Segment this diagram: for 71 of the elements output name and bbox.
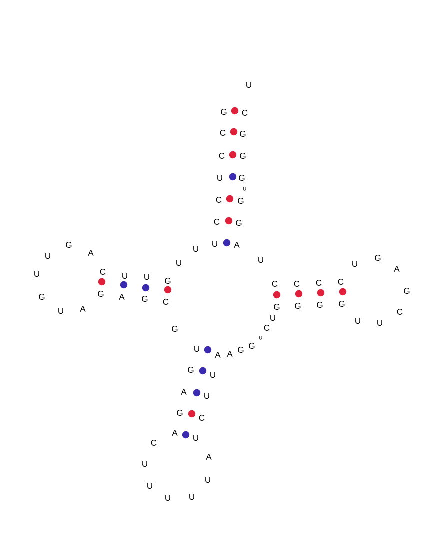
base-letter: A bbox=[88, 250, 94, 256]
base-letter: U bbox=[190, 494, 194, 500]
base-letter: C bbox=[216, 197, 222, 203]
base-letter: U bbox=[356, 318, 360, 324]
base-letter: U bbox=[142, 461, 148, 467]
base-letter: U bbox=[246, 82, 252, 88]
base-letter: U bbox=[194, 346, 200, 352]
base-letter: C bbox=[199, 415, 205, 421]
base-letter: G bbox=[172, 326, 178, 332]
base-letter: U bbox=[34, 271, 40, 277]
base-letter: U bbox=[46, 253, 50, 259]
base-letter: G bbox=[236, 220, 242, 226]
base-letter: U bbox=[58, 308, 64, 314]
base-letter: G bbox=[165, 278, 171, 284]
base-letter: U bbox=[258, 257, 264, 263]
base-letter: C bbox=[294, 281, 300, 287]
base-letter: U bbox=[194, 246, 198, 252]
base-letter: C bbox=[219, 153, 225, 159]
base-letter: C bbox=[338, 279, 344, 285]
base-letter: G bbox=[142, 296, 148, 302]
base-letter: U bbox=[352, 261, 358, 267]
base-letter: A bbox=[227, 351, 233, 357]
base-letter: C bbox=[100, 269, 106, 275]
base-letter: U bbox=[270, 315, 276, 321]
base-letter: A bbox=[206, 454, 212, 460]
base-letter: G bbox=[317, 302, 323, 308]
base-letter: C bbox=[242, 110, 248, 116]
base-letter: C bbox=[264, 325, 270, 331]
base-letter: G bbox=[238, 198, 244, 204]
base-letter: G bbox=[177, 410, 183, 416]
base-letter: G bbox=[188, 367, 194, 373]
base-letter: A bbox=[80, 306, 86, 312]
base-letter: C bbox=[272, 281, 278, 287]
base-letter: C bbox=[220, 130, 226, 136]
base-letter: G bbox=[274, 304, 280, 310]
base-letter: U bbox=[212, 241, 218, 247]
base-letter: A bbox=[172, 430, 178, 436]
base-letter: G bbox=[339, 301, 345, 307]
base-letter: A bbox=[119, 294, 125, 300]
base-letter: U bbox=[206, 477, 210, 483]
base-letter: G bbox=[39, 294, 45, 300]
base-letter: G bbox=[240, 131, 246, 137]
base-letter: G bbox=[404, 288, 410, 294]
base-letter: U bbox=[176, 260, 182, 266]
base-letter: G bbox=[66, 242, 72, 248]
base-letter: U bbox=[148, 483, 152, 489]
base-letter: U bbox=[378, 320, 382, 326]
base-letter: G bbox=[239, 175, 245, 181]
base-letter: C bbox=[163, 299, 169, 305]
base-letter: A bbox=[215, 352, 221, 358]
base-letter: A bbox=[234, 242, 240, 248]
base-letter: U bbox=[144, 274, 150, 280]
base-letter: G bbox=[240, 153, 246, 159]
base-letter: U bbox=[166, 495, 170, 501]
base-letter: U bbox=[194, 435, 198, 441]
base-letter: C bbox=[151, 440, 157, 446]
base-letter: G bbox=[249, 343, 255, 349]
base-letter: U bbox=[218, 175, 222, 181]
base-letter: A bbox=[394, 266, 400, 272]
base-letter: G bbox=[98, 291, 104, 297]
base-letter: G bbox=[375, 255, 381, 261]
base-letter: C bbox=[316, 280, 322, 286]
base-letter: U bbox=[122, 273, 128, 279]
base-letter: G bbox=[221, 109, 227, 115]
base-letter: U bbox=[210, 372, 216, 378]
base-letter: A bbox=[181, 389, 187, 395]
base-letter: G bbox=[295, 303, 301, 309]
base-letter: C bbox=[397, 309, 403, 315]
base-letter: C bbox=[214, 219, 220, 225]
base-letter: U bbox=[204, 393, 210, 399]
base-letter: G bbox=[238, 347, 244, 353]
